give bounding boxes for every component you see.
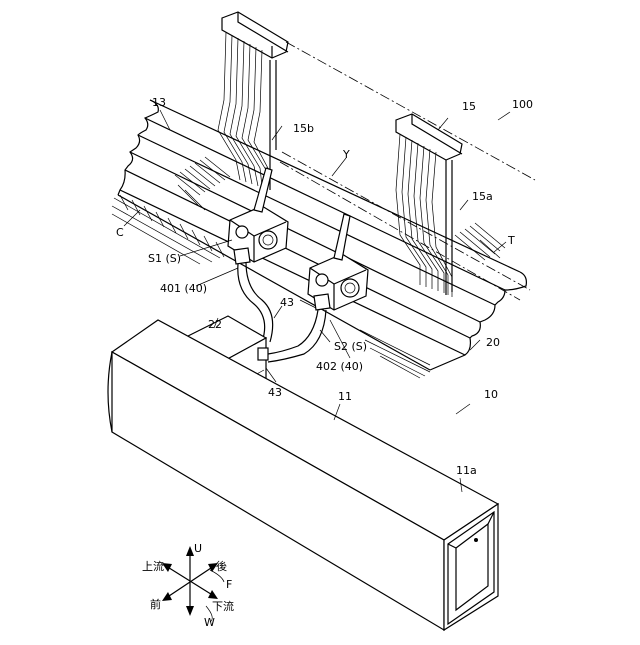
label-T: T [507,234,515,247]
label-C: C [116,226,124,239]
compass-label-downstream: 下流 [212,599,234,613]
label-11a: 11a [456,464,477,477]
label-43-upper: 43 [280,296,294,309]
label-20: 20 [486,336,500,349]
label-402: 402 (40) [316,360,363,373]
compass-label-front-f: F [226,578,232,591]
label-S1: S1 (S) [148,252,181,265]
label-15b: 15b [293,122,314,135]
tube-center-dot [474,538,478,542]
label-43-lower: 43 [268,386,282,399]
carrier-left [218,12,288,190]
label-15a: 15a [472,190,493,203]
compass-label-up: U [194,542,202,555]
sensor-s2 [308,214,368,310]
label-S2: S2 (S) [334,340,367,353]
carrier-right [396,114,462,297]
label-15: 15 [462,100,476,113]
label-10: 10 [484,388,498,401]
compass-label-upstream: 上流 [142,559,164,573]
label-401: 401 (40) [160,282,207,295]
compass-label-down: W [204,616,215,629]
label-11: 11 [338,390,352,403]
compass-label-front: 前 [150,597,161,611]
compass-label-rear: 後 [216,559,227,573]
label-13: 13 [152,96,166,109]
label-22: 22 [208,318,222,331]
label-100: 100 [512,98,533,111]
label-Y: Y [342,148,350,161]
